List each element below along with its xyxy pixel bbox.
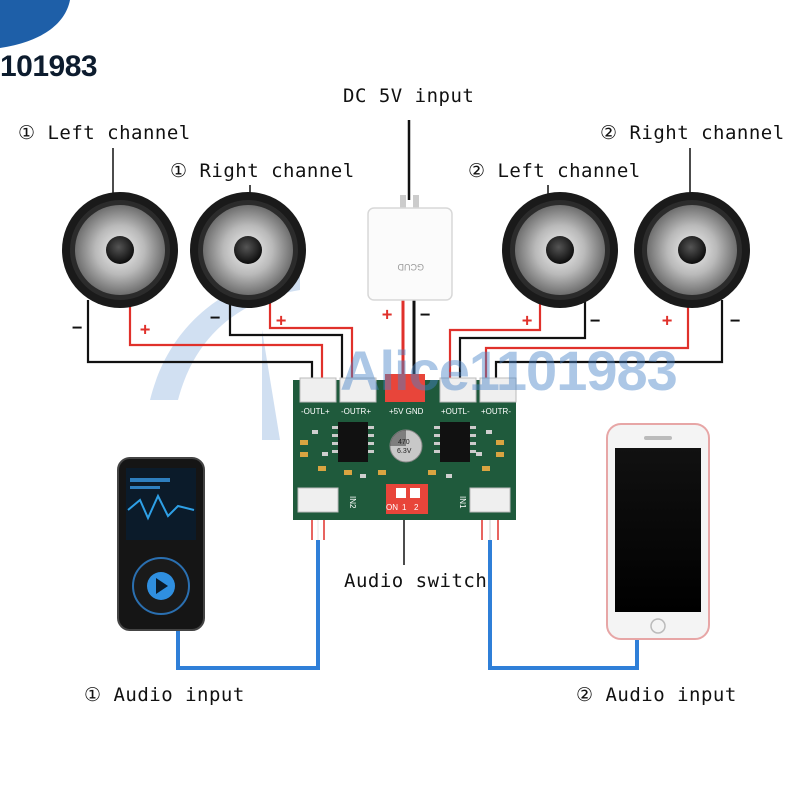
svg-text:ON: ON [386,503,398,512]
audio-dip-switch: ON 1 2 [386,484,428,514]
wire-speaker2-minus [228,300,344,385]
label-dc-input: DC 5V input [343,85,475,107]
speaker-1 [62,192,178,308]
svg-text:470: 470 [398,439,410,446]
label-right-channel-1: ① Right channel [170,160,355,182]
speaker-2 [190,192,306,308]
svg-text:6.3V: 6.3V [397,448,412,455]
watermark-figure [150,270,300,440]
connector-in2 [297,487,339,513]
label-audio-input-2: ② Audio input [576,684,737,706]
connector-in1 [469,487,511,513]
svg-text:+OUTL-: +OUTL- [441,407,470,416]
connector-outr-plus [339,377,377,403]
connector-outl-plus [299,377,337,403]
amplifier-board: -OUTL+ -OUTR+ +5V GND +OUTL- +OUTR- 470 … [293,374,517,520]
svg-text:+: + [522,311,532,331]
wire-speaker4-minus [494,300,724,385]
connector-outl-minus [439,377,477,403]
svg-text:-OUTL+: -OUTL+ [301,407,330,416]
speaker-3 [502,192,618,308]
svg-text:-OUTR+: -OUTR+ [341,407,371,416]
label-right-channel-2: ② Right channel [600,122,785,144]
audio-cable-1 [176,540,320,670]
label-audio-switch: Audio switch [344,570,488,592]
wire-speaker1-minus [86,300,314,385]
wire-speaker3-minus [458,300,587,385]
wire-speaker1-plus [128,300,324,385]
label-left-channel-1: ① Left channel [18,122,191,144]
svg-text:+: + [662,311,672,331]
svg-text:+: + [382,305,392,325]
polarity-marks: − + − + + − + − + − [72,305,740,340]
svg-text:+OUTR-: +OUTR- [481,407,511,416]
label-audio-input-1: ① Audio input [84,684,245,706]
svg-text:+: + [140,320,150,340]
svg-text:−: − [590,311,600,331]
amp-chip-right [440,422,470,462]
speaker-wires [86,120,724,565]
logo-mark-icon [0,0,70,48]
connector-outr-minus [479,377,517,403]
audio-cable-2 [488,540,639,670]
svg-text:1: 1 [402,503,407,512]
amp-chip-left [338,422,368,462]
svg-text:IN1: IN1 [458,496,467,509]
svg-text:IN2: IN2 [348,496,357,509]
svg-text:2: 2 [414,503,419,512]
svg-text:−: − [72,318,82,338]
usb-power-adapter: GCUD [367,195,453,301]
svg-text:GCUD: GCUD [397,262,424,272]
svg-text:+5V GND: +5V GND [389,407,424,416]
wire-speaker2-plus [268,300,354,385]
svg-text:−: − [210,308,220,328]
watermark-logo: 101983 [0,50,98,83]
label-left-channel-2: ② Left channel [468,160,641,182]
speaker-4 [634,192,750,308]
smartphone [606,423,710,640]
svg-text:+: + [276,311,286,331]
wire-speaker4-plus [484,300,690,385]
electrolytic-capacitor: 470 6.3V [389,429,423,463]
connector-power [385,374,425,402]
svg-text:−: − [420,305,430,325]
mp3-player [117,457,205,631]
wire-speaker3-plus [448,300,542,385]
svg-text:−: − [730,311,740,331]
watermark-text: Alice1101983 [340,339,678,402]
